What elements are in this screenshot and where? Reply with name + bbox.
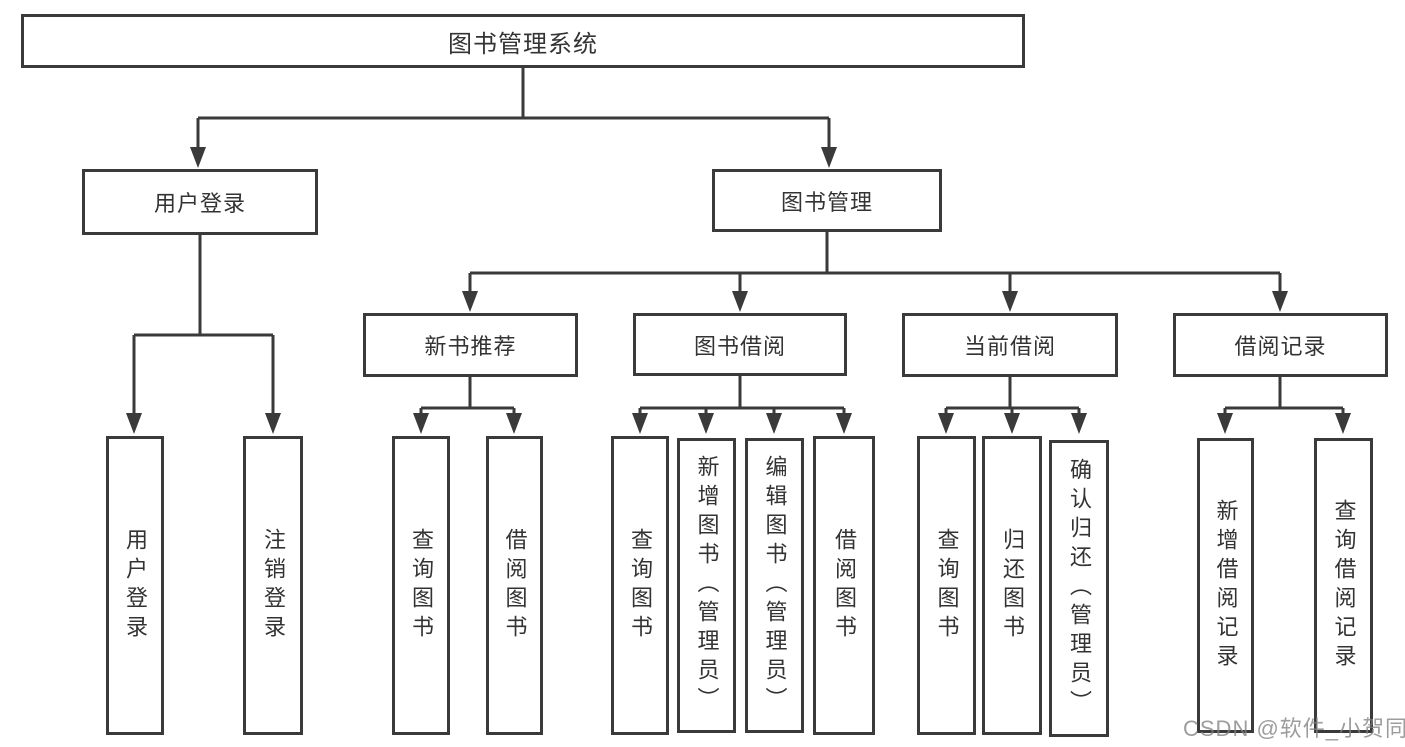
node-borrow-record: 借阅记录: [1173, 313, 1388, 377]
leaf-query-borrow-record: 查询借阅记录: [1314, 438, 1373, 733]
leaf-confirm-return-admin: 确认归还（管理员）: [1049, 440, 1109, 737]
leaf-add-book-admin: 新增图书（管理员）: [677, 438, 736, 733]
leaf-label: 归还图书: [1000, 527, 1025, 644]
leaf-label: 查询图书: [934, 527, 960, 644]
node-book-management: 图书管理: [712, 169, 942, 232]
arrowheads-current-borrow-children: [938, 413, 1087, 434]
leaf-query-book-borrow: 查询图书: [611, 436, 669, 735]
arrowheads-root-to-level2: [190, 147, 837, 168]
connector-line: [132, 235, 275, 418]
leaf-label: 新增借阅记录: [1213, 498, 1239, 673]
leaf-label: 用户登录: [123, 527, 148, 644]
connector-line: [1223, 377, 1345, 418]
connector-line: [638, 376, 846, 418]
arrowheads-book-borrow-children: [632, 413, 852, 434]
connector-root-to-level2: [196, 68, 831, 152]
leaf-return-book: 归还图书: [982, 436, 1042, 735]
arrowheads-borrow-record-children: [1217, 413, 1351, 434]
leaf-logout: 注销登录: [243, 436, 303, 735]
watermark: CSDN @软件_小贺同学: [1183, 716, 1405, 741]
node-current-borrow: 当前借阅: [902, 313, 1118, 377]
connector-line: [196, 68, 831, 152]
leaf-label: 借阅图书: [502, 527, 528, 644]
leaf-label: 查询图书: [409, 527, 434, 644]
node-new-book-recommend: 新书推荐: [363, 313, 578, 377]
node-root-library-system: 图书管理系统: [21, 14, 1025, 68]
leaf-borrow-book: 借阅图书: [813, 436, 875, 735]
connector-current-borrow-to-children: [944, 377, 1081, 418]
leaf-label: 编辑图书（管理员）: [762, 455, 788, 716]
leaf-edit-book-admin: 编辑图书（管理员）: [745, 438, 804, 733]
arrowheads-user-login-children: [126, 413, 281, 434]
leaf-label: 借阅图书: [832, 527, 857, 644]
leaf-label: 新增图书（管理员）: [694, 455, 720, 716]
leaf-query-book-recommend: 查询图书: [392, 436, 450, 735]
leaf-label: 注销登录: [261, 527, 286, 644]
connector-borrow-record-to-children: [1223, 377, 1345, 418]
arrowheads-level3: [462, 291, 1288, 312]
arrowheads-new-book-children: [413, 413, 522, 434]
leaf-borrow-book-recommend: 借阅图书: [486, 436, 543, 735]
leaf-label: 查询借阅记录: [1331, 498, 1357, 673]
connector-line: [944, 377, 1081, 418]
leaf-add-borrow-record: 新增借阅记录: [1197, 438, 1254, 733]
connector-line: [419, 377, 516, 418]
node-user-login: 用户登录: [82, 169, 318, 235]
connector-book-management-to-level3: [468, 232, 1282, 295]
leaf-label: 确认归还（管理员）: [1067, 458, 1092, 719]
leaf-query-book-current: 查询图书: [917, 436, 976, 735]
connector-user-login-to-children: [132, 235, 275, 418]
leaf-label: 查询图书: [628, 527, 653, 644]
node-book-borrow: 图书借阅: [633, 313, 847, 376]
connector-book-borrow-to-children: [638, 376, 846, 418]
leaf-user-login: 用户登录: [106, 436, 164, 735]
connector-line: [468, 232, 1282, 295]
connector-new-book-to-children: [419, 377, 516, 418]
